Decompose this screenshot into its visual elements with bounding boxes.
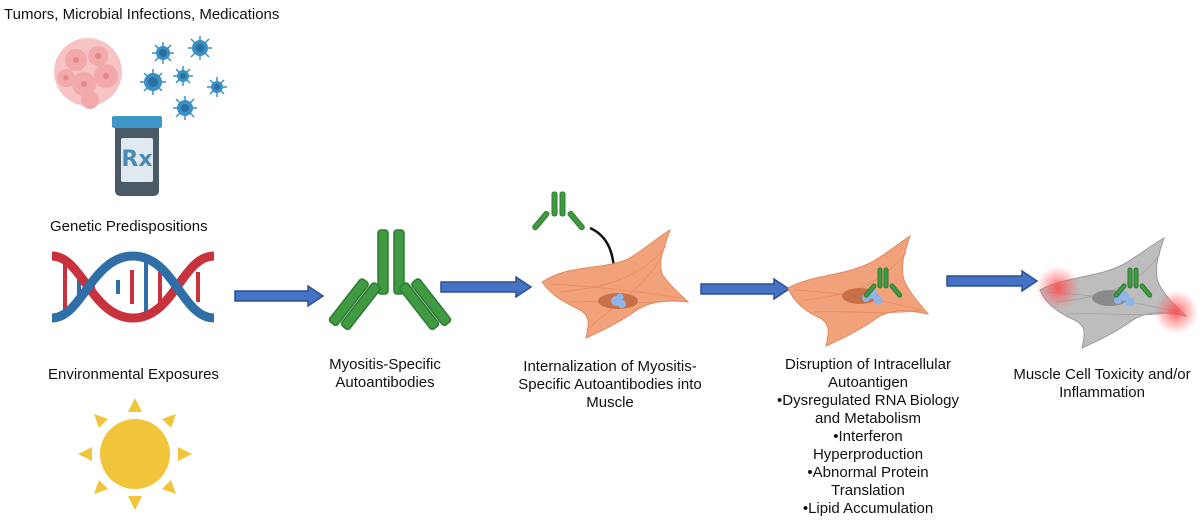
rx-label: Rx [121, 147, 153, 172]
stage-3-line: •Lipid Accumulation [802, 500, 934, 517]
stage-3-line: •Abnormal Protein [807, 464, 929, 481]
antibody-icon [328, 229, 452, 331]
factor-environmental-exposures: Environmental Exposures [48, 366, 219, 383]
stage-3-line: Autoantigen [827, 374, 909, 391]
sun-icon [78, 398, 192, 510]
stage-4-line: Muscle Cell Toxicity and/or [1013, 366, 1191, 383]
stage-myositis-specific-autoantibodies: Myositis-Specific Autoantibodies [290, 356, 480, 392]
factor-tumors-infections-medications: Tumors, Microbial Infections, Medication… [4, 6, 280, 23]
stage-3-line: Hyperproduction [812, 446, 924, 463]
stage-3-line: and Metabolism [815, 410, 921, 427]
stage-3-line: •Dysregulated RNA Biology [776, 392, 959, 409]
stage-1-line: Myositis-Specific [329, 356, 441, 373]
stage-1-line: Autoantibodies [335, 374, 435, 391]
antibody-icon [532, 191, 585, 231]
rx-bottle-icon: Rx [112, 116, 162, 196]
stage-internalization: Internalization of Myositis- Specific Au… [506, 358, 714, 412]
tumor-icon [54, 38, 122, 109]
stage-4-line: Inflammation [1059, 384, 1145, 401]
muscle-cell-disruption [787, 234, 930, 347]
flow-arrow-icon [440, 275, 533, 299]
tumor-and-virus-icons [54, 36, 227, 120]
inflammation-glow [1154, 290, 1198, 334]
muscle-cell-icon [787, 234, 930, 347]
stage-2-line: Internalization of Myositis- [523, 358, 697, 375]
stage-2-line: Muscle [586, 394, 634, 411]
antibody-icon [1113, 267, 1153, 298]
stage-muscle-cell-toxicity: Muscle Cell Toxicity and/or Inflammation [1004, 366, 1200, 402]
muscle-cell-toxicity [1036, 236, 1198, 349]
dna-icon [51, 251, 215, 323]
virus-icon [140, 36, 227, 120]
flow-arrow-icon [234, 284, 325, 308]
stage-3-line: •Interferon [833, 428, 903, 445]
inflammation-glow [1036, 266, 1080, 310]
muscle-cell-internalization [532, 191, 690, 339]
flow-arrow-icon [946, 269, 1039, 293]
stage-3-line: Disruption of Intracellular [785, 356, 951, 373]
stage-disruption: Disruption of Intracellular Autoantigen … [760, 356, 976, 518]
stage-3-line: Translation [831, 482, 905, 499]
factor-genetic-predispositions: Genetic Predispositions [50, 218, 208, 235]
muscle-cell-icon [541, 228, 690, 339]
antibody-icon [863, 267, 903, 298]
stage-2-line: Specific Autoantibodies into [518, 376, 702, 393]
flow-arrow-icon [700, 277, 791, 301]
